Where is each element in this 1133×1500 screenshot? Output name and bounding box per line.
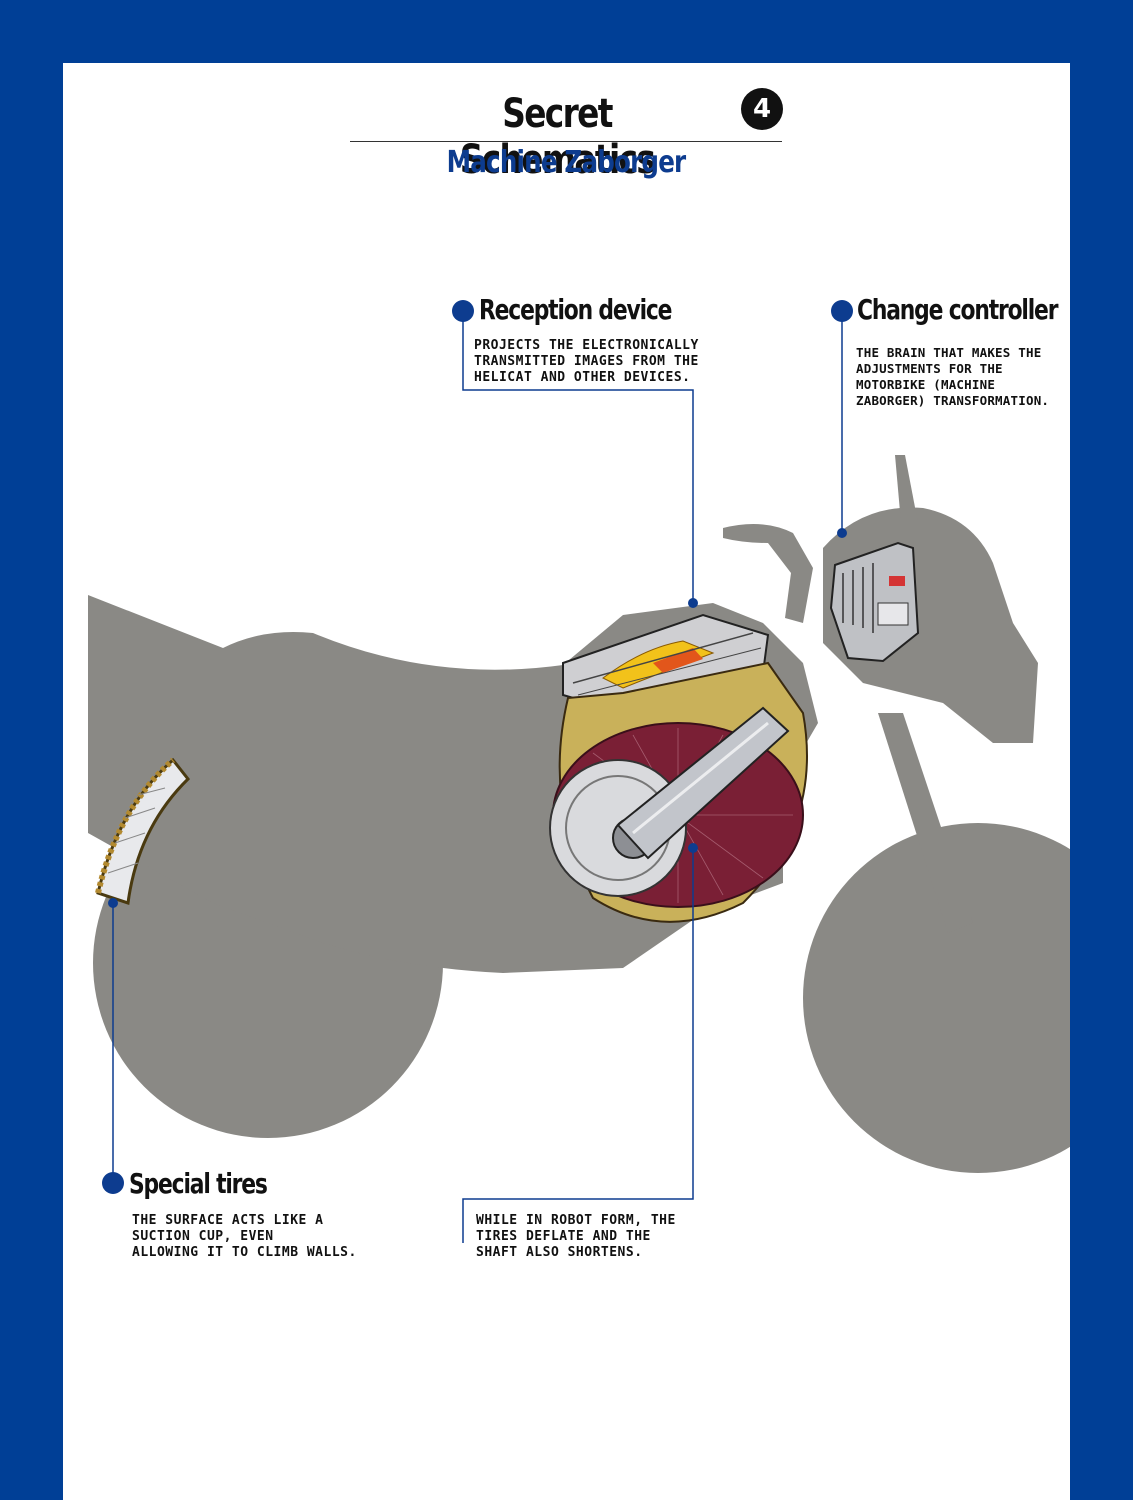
change-point xyxy=(837,528,847,538)
wheel-leader xyxy=(462,848,694,1243)
antenna-silhouette xyxy=(895,455,918,523)
page-title: Secret Schematics xyxy=(459,91,656,183)
motorbike-illustration xyxy=(88,300,1070,1243)
change-controller-cutaway xyxy=(829,541,920,663)
tires-point xyxy=(108,898,118,908)
change-controller-title: Change controller xyxy=(857,293,1058,326)
special-tires-title: Special tires xyxy=(129,1167,268,1200)
tires-marker xyxy=(102,1172,124,1194)
reception-device-title: Reception device xyxy=(479,293,672,326)
wheel-point xyxy=(688,843,698,853)
front-fork-silhouette xyxy=(878,713,973,933)
callout-leader-lines xyxy=(112,311,843,1243)
reception-device-text: Projects the electronically transmitted … xyxy=(474,338,699,385)
title-divider xyxy=(350,141,782,142)
wheel-shaft-text: While in robot form, the tires deflate a… xyxy=(476,1213,676,1260)
reception-leader xyxy=(462,311,694,603)
page-number-badge: 4 xyxy=(741,88,783,130)
handlebar-silhouette xyxy=(723,524,813,623)
change-marker xyxy=(831,300,853,322)
reception-marker xyxy=(452,300,474,322)
special-tires-text: The surface acts like a suction cup, eve… xyxy=(132,1213,357,1260)
page-subtitle: Machine Zaborger xyxy=(446,145,687,180)
reception-point xyxy=(688,598,698,608)
callout-dots xyxy=(102,300,853,1194)
inner-wheel-cutaway xyxy=(549,661,808,923)
special-tire-cutaway xyxy=(95,757,191,905)
change-controller-text: The brain that makes the adjustments for… xyxy=(856,345,1050,408)
schematic-page: Secret Schematics 4 Machine Zaborger Rec… xyxy=(63,63,1070,1500)
front-wheel-silhouette xyxy=(803,823,1070,1173)
